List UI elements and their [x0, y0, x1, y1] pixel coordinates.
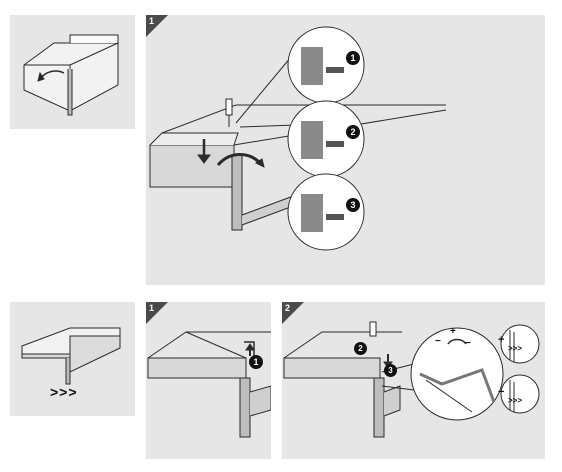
plus-sign: +: [498, 334, 505, 346]
tilt-step-1-illustration: [147, 331, 271, 438]
minus-depth-arrows: >>>: [508, 396, 523, 405]
depth-arrows: >>>: [50, 384, 78, 400]
callout-2: 2: [346, 125, 360, 139]
callout-3-label: 3: [388, 366, 393, 375]
step-tag: [282, 302, 304, 324]
drawer-overview-illustration: [23, 34, 119, 116]
minus-sign: −: [498, 386, 505, 398]
tilt-step-2-illustration: [283, 321, 540, 438]
callout-1-label: 1: [350, 53, 356, 63]
step-panel-top: 1: [146, 15, 545, 285]
callout-2: 2: [354, 342, 367, 355]
callout-1: 1: [249, 355, 263, 369]
callout-1: 1: [346, 51, 360, 65]
detail-mechanism-marks: [301, 47, 344, 232]
step-number: 2: [285, 303, 291, 313]
step-tag: [146, 15, 168, 37]
step-number: 1: [149, 16, 155, 26]
callout-3: 3: [346, 198, 360, 212]
step-panel-bottom-1: 1 1: [146, 302, 271, 459]
callout-1-label: 1: [253, 357, 259, 367]
callout-3-label: 3: [350, 200, 356, 210]
height-adjustment-illustration: [149, 26, 447, 251]
step-tag: [146, 302, 168, 324]
magnified-detail-circle: [410, 327, 504, 421]
callout-2-label: 2: [358, 344, 363, 353]
callout-3: 3: [384, 364, 397, 377]
minus-sign: −: [435, 336, 441, 347]
drawer-tilt-overview-illustration: [21, 327, 121, 385]
callout-2-label: 2: [350, 127, 356, 137]
step-number: 1: [149, 303, 155, 313]
overview-panel-bottom: >>>: [10, 302, 135, 416]
minus-sign: −: [465, 338, 471, 349]
overview-panel-top: [10, 15, 135, 129]
plus-sign: +: [450, 326, 456, 337]
step-panel-bottom-2: 2 − + − + − >>>: [282, 302, 545, 459]
minus-detail-circle: [500, 374, 540, 414]
plus-depth-arrows: >>>: [508, 344, 523, 353]
